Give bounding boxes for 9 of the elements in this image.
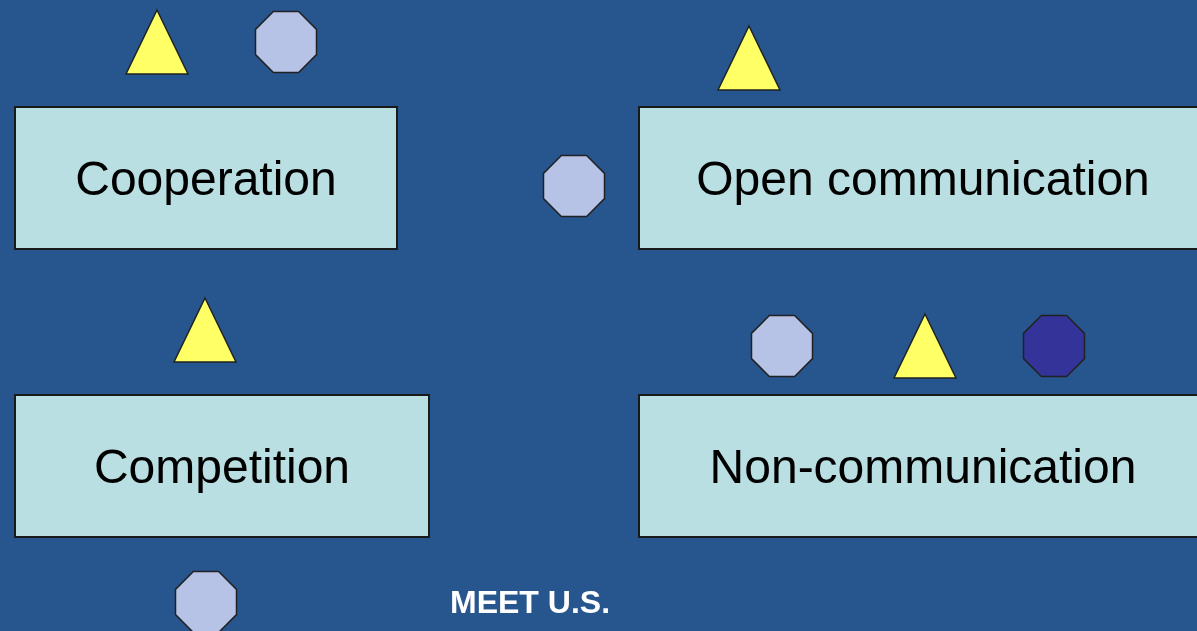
box-label: Non-communication [709,438,1137,494]
footer-text: MEET U.S. [450,584,610,621]
box-label: Competition [93,438,351,494]
text-box [638,106,1197,250]
text-box [14,106,398,250]
text-box [14,394,430,538]
text-box [638,394,1197,538]
box-label: Open communication [696,150,1150,206]
box-label: Cooperation [75,150,337,206]
